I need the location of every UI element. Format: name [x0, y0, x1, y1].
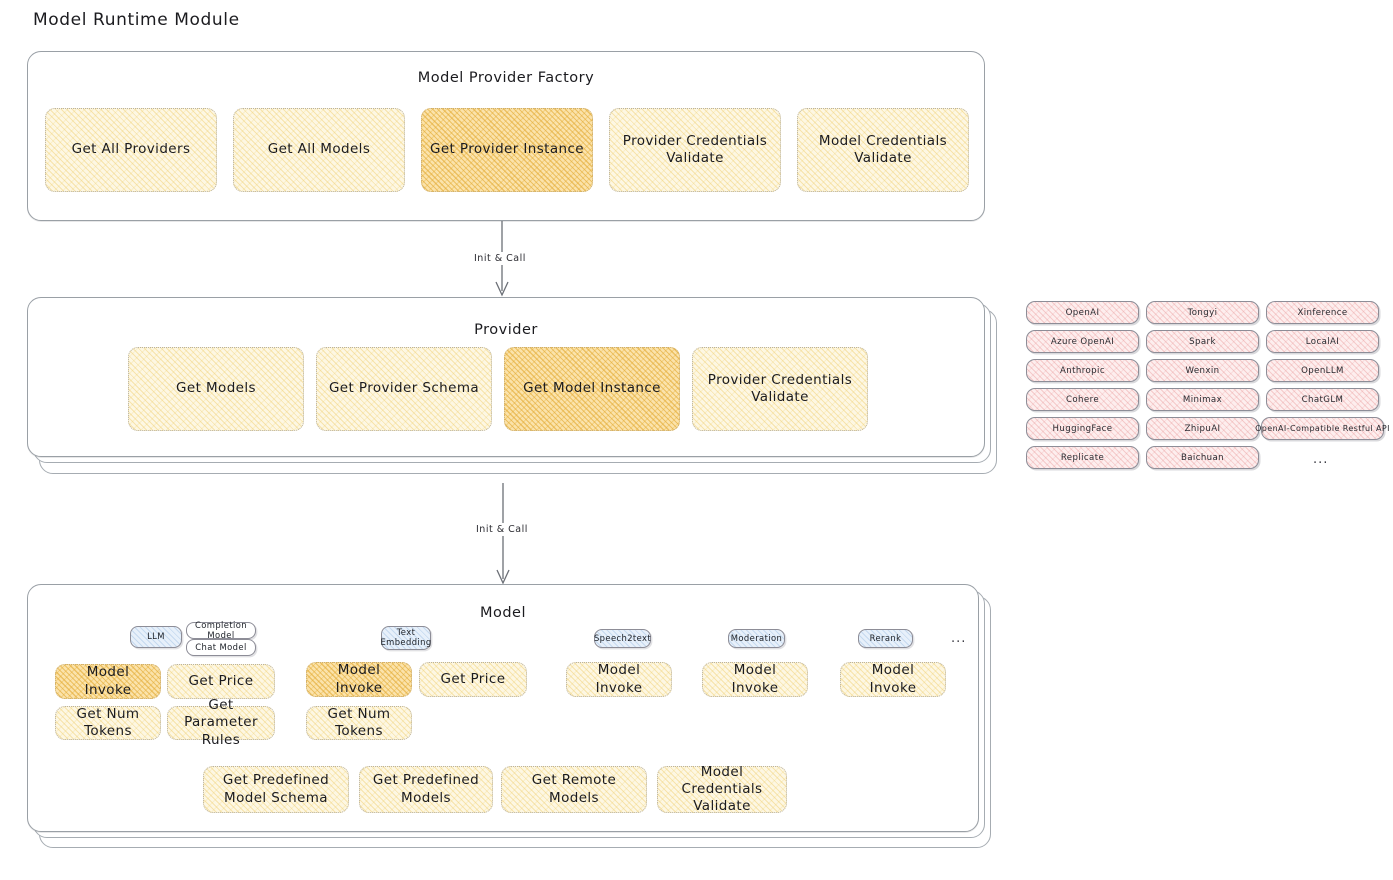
- text-embedding-method-model-invoke[interactable]: Model Invoke: [306, 662, 412, 697]
- provider-chip-openai-compatible-restful-api[interactable]: OpenAI-Compatible Restful API: [1255, 417, 1390, 440]
- factory-box-model-credentials-validate[interactable]: Model Credentials Validate: [797, 108, 969, 192]
- provider-chip-openllm[interactable]: OpenLLM: [1266, 359, 1379, 382]
- provider-box-get-models[interactable]: Get Models: [128, 347, 304, 431]
- speech2text-method-model-invoke[interactable]: Model Invoke: [566, 662, 672, 697]
- model-shared-get-predefined-model-schema[interactable]: Get Predefined Model Schema: [203, 766, 349, 813]
- llm-method-get-num-tokens[interactable]: Get Num Tokens: [55, 706, 161, 740]
- model-shared-get-predefined-models[interactable]: Get Predefined Models: [359, 766, 493, 813]
- provider-chip-tongyi[interactable]: Tongyi: [1146, 301, 1259, 324]
- model-shared-model-credentials-validate[interactable]: Model Credentials Validate: [657, 764, 787, 814]
- model-type-tag-moderation[interactable]: Moderation: [728, 629, 785, 648]
- provider-box-get-model-instance[interactable]: Get Model Instance: [504, 347, 680, 431]
- provider-title: Provider: [474, 322, 538, 338]
- provider-chip-azure-openai[interactable]: Azure OpenAI: [1026, 330, 1139, 353]
- provider-box-provider-credentials-validate[interactable]: Provider Credentials Validate: [692, 347, 868, 431]
- model-type-tag-rerank[interactable]: Rerank: [858, 629, 913, 648]
- llm-method-get-parameter-rules[interactable]: Get Parameter Rules: [167, 697, 275, 748]
- provider-chip-baichuan[interactable]: Baichuan: [1146, 446, 1259, 469]
- provider-chip-spark[interactable]: Spark: [1146, 330, 1259, 353]
- model-subtag-chat-model[interactable]: Chat Model: [186, 639, 256, 656]
- llm-method-model-invoke[interactable]: Model Invoke: [55, 664, 161, 699]
- model-shared-get-remote-models[interactable]: Get Remote Models: [501, 766, 647, 813]
- arrow-label-init-call-1: Init & Call: [471, 252, 529, 265]
- model-subtag-completion-model[interactable]: Completion Model: [186, 620, 256, 639]
- text-embedding-method-get-num-tokens[interactable]: Get Num Tokens: [306, 706, 412, 740]
- provider-chip-openai[interactable]: OpenAI: [1026, 301, 1139, 324]
- provider-chip-wenxin[interactable]: Wenxin: [1146, 359, 1259, 382]
- provider-chip-chatglm[interactable]: ChatGLM: [1266, 388, 1379, 411]
- factory-box-provider-credentials-validate[interactable]: Provider Credentials Validate: [609, 108, 781, 192]
- provider-chip-minimax[interactable]: Minimax: [1146, 388, 1259, 411]
- provider-list-more: ...: [1313, 452, 1329, 467]
- factory-box-get-all-providers[interactable]: Get All Providers: [45, 108, 217, 192]
- provider-box-get-provider-schema[interactable]: Get Provider Schema: [316, 347, 492, 431]
- rerank-method-model-invoke[interactable]: Model Invoke: [840, 662, 946, 697]
- provider-chip-replicate[interactable]: Replicate: [1026, 446, 1139, 469]
- model-types-more: ...: [951, 631, 967, 646]
- factory-box-get-provider-instance[interactable]: Get Provider Instance: [421, 108, 593, 192]
- model-provider-factory-title: Model Provider Factory: [417, 70, 595, 86]
- provider-chip-huggingface[interactable]: HuggingFace: [1026, 417, 1139, 440]
- model-title: Model: [479, 605, 527, 621]
- model-type-tag-llm[interactable]: LLM: [130, 626, 182, 648]
- arrow-label-init-call-2: Init & Call: [473, 523, 531, 536]
- provider-chip-zhipuai[interactable]: ZhipuAI: [1146, 417, 1259, 440]
- moderation-method-model-invoke[interactable]: Model Invoke: [702, 662, 808, 697]
- factory-box-get-all-models[interactable]: Get All Models: [233, 108, 405, 192]
- provider-chip-localai[interactable]: LocalAI: [1266, 330, 1379, 353]
- provider-chip-anthropic[interactable]: Anthropic: [1026, 359, 1139, 382]
- model-panel: Model: [27, 584, 979, 832]
- text-embedding-method-get-price[interactable]: Get Price: [419, 662, 527, 697]
- llm-method-get-price[interactable]: Get Price: [167, 664, 275, 699]
- page-title: Model Runtime Module: [33, 10, 240, 30]
- provider-chip-cohere[interactable]: Cohere: [1026, 388, 1139, 411]
- model-type-tag-speech2text[interactable]: Speech2text: [594, 629, 651, 648]
- model-type-tag-text-embedding[interactable]: Text Embedding: [380, 626, 431, 650]
- provider-chip-xinference[interactable]: Xinference: [1266, 301, 1379, 324]
